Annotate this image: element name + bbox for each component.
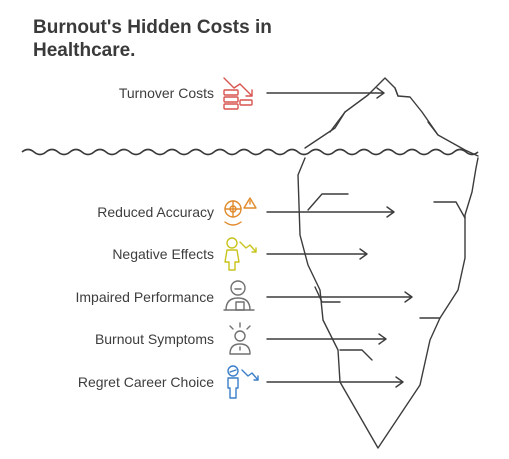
reduced-accuracy-arrow xyxy=(266,206,395,218)
row-turnover-costs: Turnover Costs xyxy=(119,77,385,110)
negative-effects-label: Negative Effects xyxy=(112,246,214,262)
burnout-symptoms-label: Burnout Symptoms xyxy=(95,331,214,347)
worker-desk-icon xyxy=(223,280,255,311)
impaired-performance-arrow xyxy=(266,291,413,303)
turnover-costs-arrow xyxy=(266,87,385,99)
row-negative-effects: Negative Effects xyxy=(112,237,368,271)
row-burnout-symptoms: Burnout Symptoms xyxy=(95,322,387,355)
title-line-2: Healthcare. xyxy=(33,40,135,61)
impaired-performance-label: Impaired Performance xyxy=(75,289,214,305)
title-line-1: Burnout's Hidden Costs in xyxy=(33,17,272,38)
iceberg-tip xyxy=(304,77,479,157)
person-regret-icon xyxy=(227,365,259,399)
regret-career-choice-label: Regret Career Choice xyxy=(78,374,214,390)
reduced-accuracy-label: Reduced Accuracy xyxy=(97,204,214,220)
money-decline-icon xyxy=(223,77,253,110)
water-line xyxy=(21,148,479,156)
cost-rows: Turnover Costs Reduced Accuracy xyxy=(75,77,413,399)
stressed-face-icon xyxy=(229,322,251,355)
row-reduced-accuracy: Reduced Accuracy xyxy=(97,197,395,226)
burnout-symptoms-arrow xyxy=(266,333,387,345)
iceberg-body xyxy=(297,157,479,449)
row-impaired-performance: Impaired Performance xyxy=(75,280,413,311)
regret-career-choice-arrow xyxy=(266,376,404,388)
negative-effects-arrow xyxy=(266,248,368,260)
warning-target-icon xyxy=(224,197,257,226)
person-decline-icon xyxy=(224,237,257,271)
turnover-costs-label: Turnover Costs xyxy=(119,85,214,101)
row-regret-career-choice: Regret Career Choice xyxy=(78,365,404,399)
